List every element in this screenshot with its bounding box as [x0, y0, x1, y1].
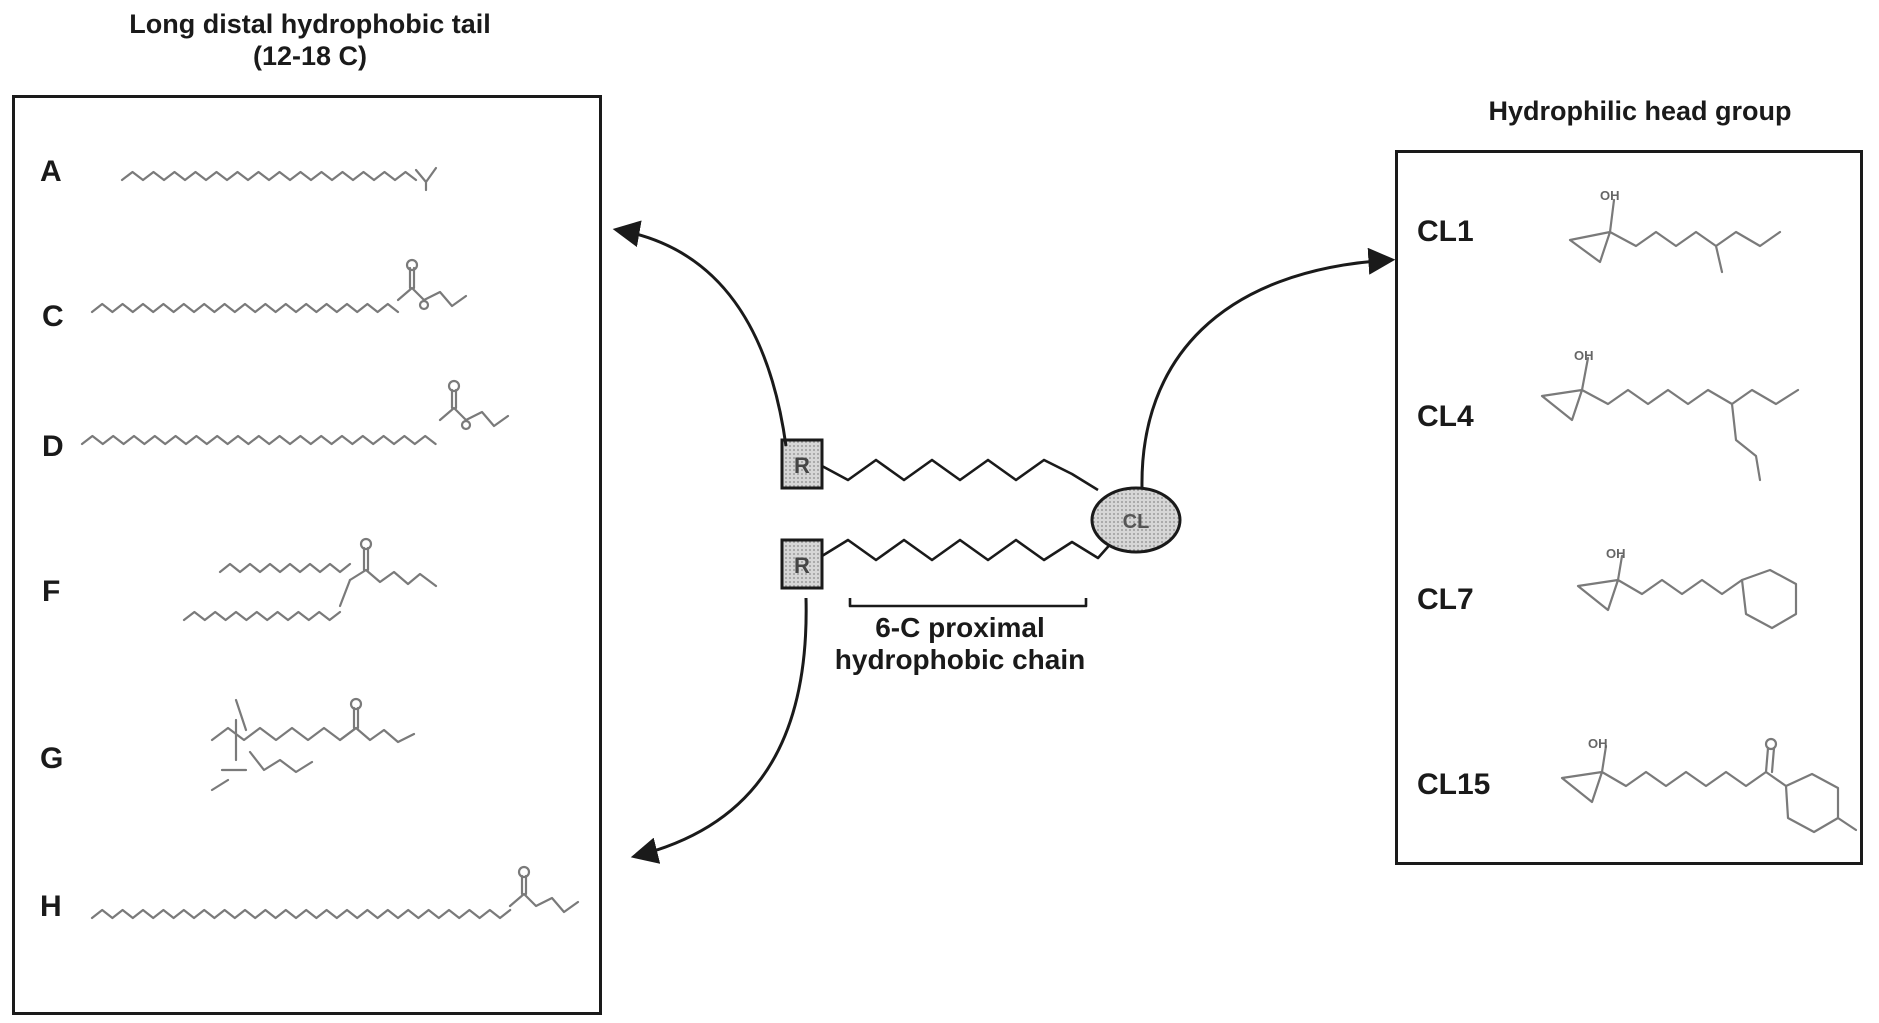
r-group-label-top: R: [794, 453, 810, 478]
head-structure-cl1: OH: [1570, 188, 1780, 272]
tail-structure-h: [92, 867, 578, 918]
head-structure-cl7: OH: [1578, 546, 1796, 628]
tail-structure-g: [212, 699, 414, 790]
head-structure-cl4: OH: [1542, 348, 1798, 480]
arrow-to-tails-bottom: [636, 598, 806, 856]
lipid-core: R R CL: [782, 440, 1180, 606]
tail-structure-a: [122, 168, 436, 190]
cl15-oh-label: OH: [1588, 736, 1608, 751]
tail-structure-d: [82, 381, 508, 444]
cl7-oh-label: OH: [1606, 546, 1626, 561]
tail-structure-f: [184, 539, 436, 620]
arrow-to-tails-top: [618, 230, 786, 446]
arrow-to-head-group: [1142, 260, 1390, 488]
r-group-label-bottom: R: [794, 553, 810, 578]
cl1-oh-label: OH: [1600, 188, 1620, 203]
cl4-oh-label: OH: [1574, 348, 1594, 363]
head-structure-cl15: OH: [1562, 736, 1856, 832]
cl-headgroup-label: CL: [1123, 511, 1150, 533]
tail-structure-c: [92, 260, 466, 312]
proximal-chain-bracket: [850, 598, 1086, 606]
